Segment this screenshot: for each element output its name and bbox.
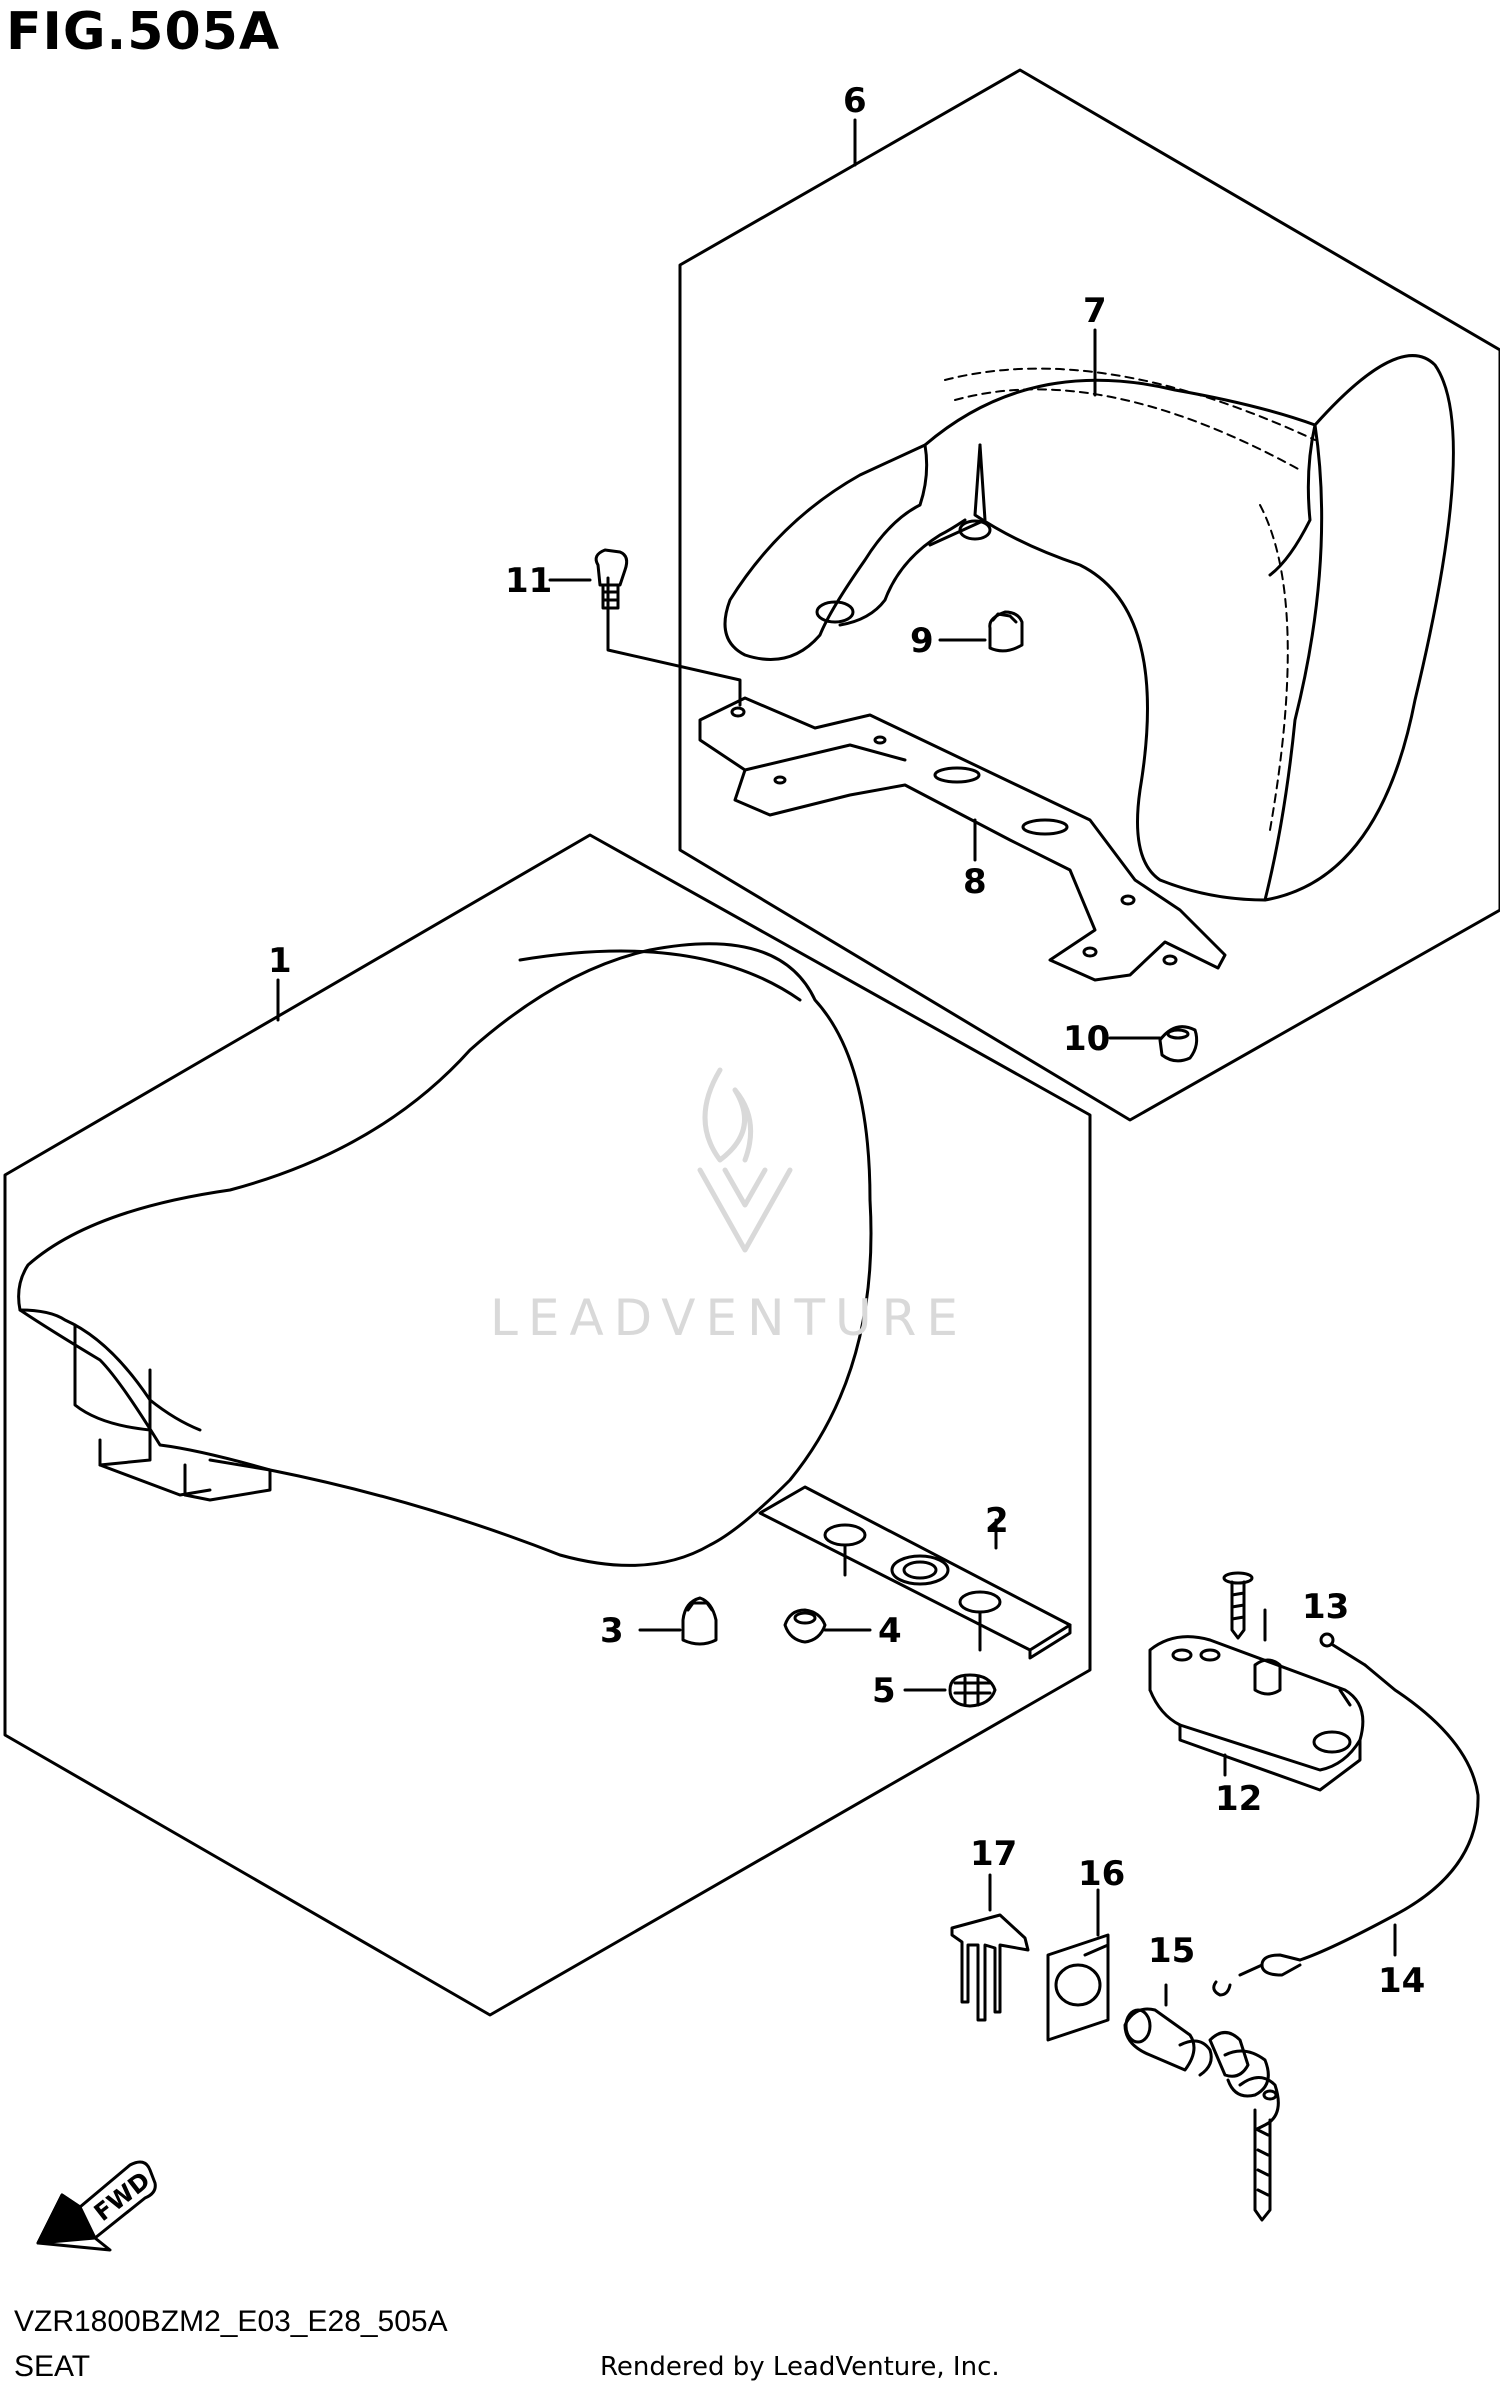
callout-17: 17 [970,1834,1017,1874]
rear-seat-group-box [678,68,1500,1122]
forward-arrow-icon [36,2160,157,2252]
callout-1: 1 [268,941,292,981]
nut-part-3 [681,1596,718,1646]
front-seat-group-box [3,833,1092,2017]
lock-cylinder-part-15 [1123,2007,1213,2077]
diagram-name: SEAT [14,2350,91,2383]
callout-5: 5 [872,1671,896,1711]
rear-seat-part-7 [723,354,1455,902]
figure-title: FIG.505A [6,2,281,62]
keys-part-15 [1208,2031,1280,2222]
lock-base-part-12 [1148,1635,1365,1792]
callout-8: 8 [963,862,987,902]
callout-16: 16 [1078,1854,1125,1894]
cable-part-14 [1212,1632,1480,1997]
clip-part-17 [950,1913,1030,2022]
callout-15: 15 [1148,1931,1195,1971]
callout-7: 7 [1083,291,1107,331]
callout-11: 11 [505,561,552,601]
callout-13: 13 [1302,1587,1349,1627]
callout-3: 3 [600,1611,624,1651]
callout-14: 14 [1378,1961,1425,2001]
callout-6: 6 [843,81,867,121]
front-seat-part-1 [17,942,873,1567]
callout-2: 2 [985,1501,1009,1541]
callout-12: 12 [1215,1779,1262,1819]
nut-part-10 [1158,1025,1199,1063]
callout-9: 9 [910,621,934,661]
plate-part-16 [1046,1933,1110,2042]
render-credit: Rendered by LeadVenture, Inc. [600,2352,1000,2382]
bolt-part-11 [594,548,629,610]
bracket-part-8 [698,696,1227,982]
screw-part-13 [1222,1571,1254,1640]
diagram-code: VZR1800BZM2_E03_E28_505A [14,2305,448,2338]
grommet-part-5 [948,1673,997,1708]
callout-4: 4 [878,1611,902,1651]
watermark-text: LEADVENTURE [490,1289,968,1347]
plate-part-2 [758,1485,1072,1660]
watermark-logo [697,1067,793,1253]
nut-part-9 [988,610,1024,653]
nut-part-4 [783,1608,827,1644]
callout-10: 10 [1063,1019,1110,1059]
